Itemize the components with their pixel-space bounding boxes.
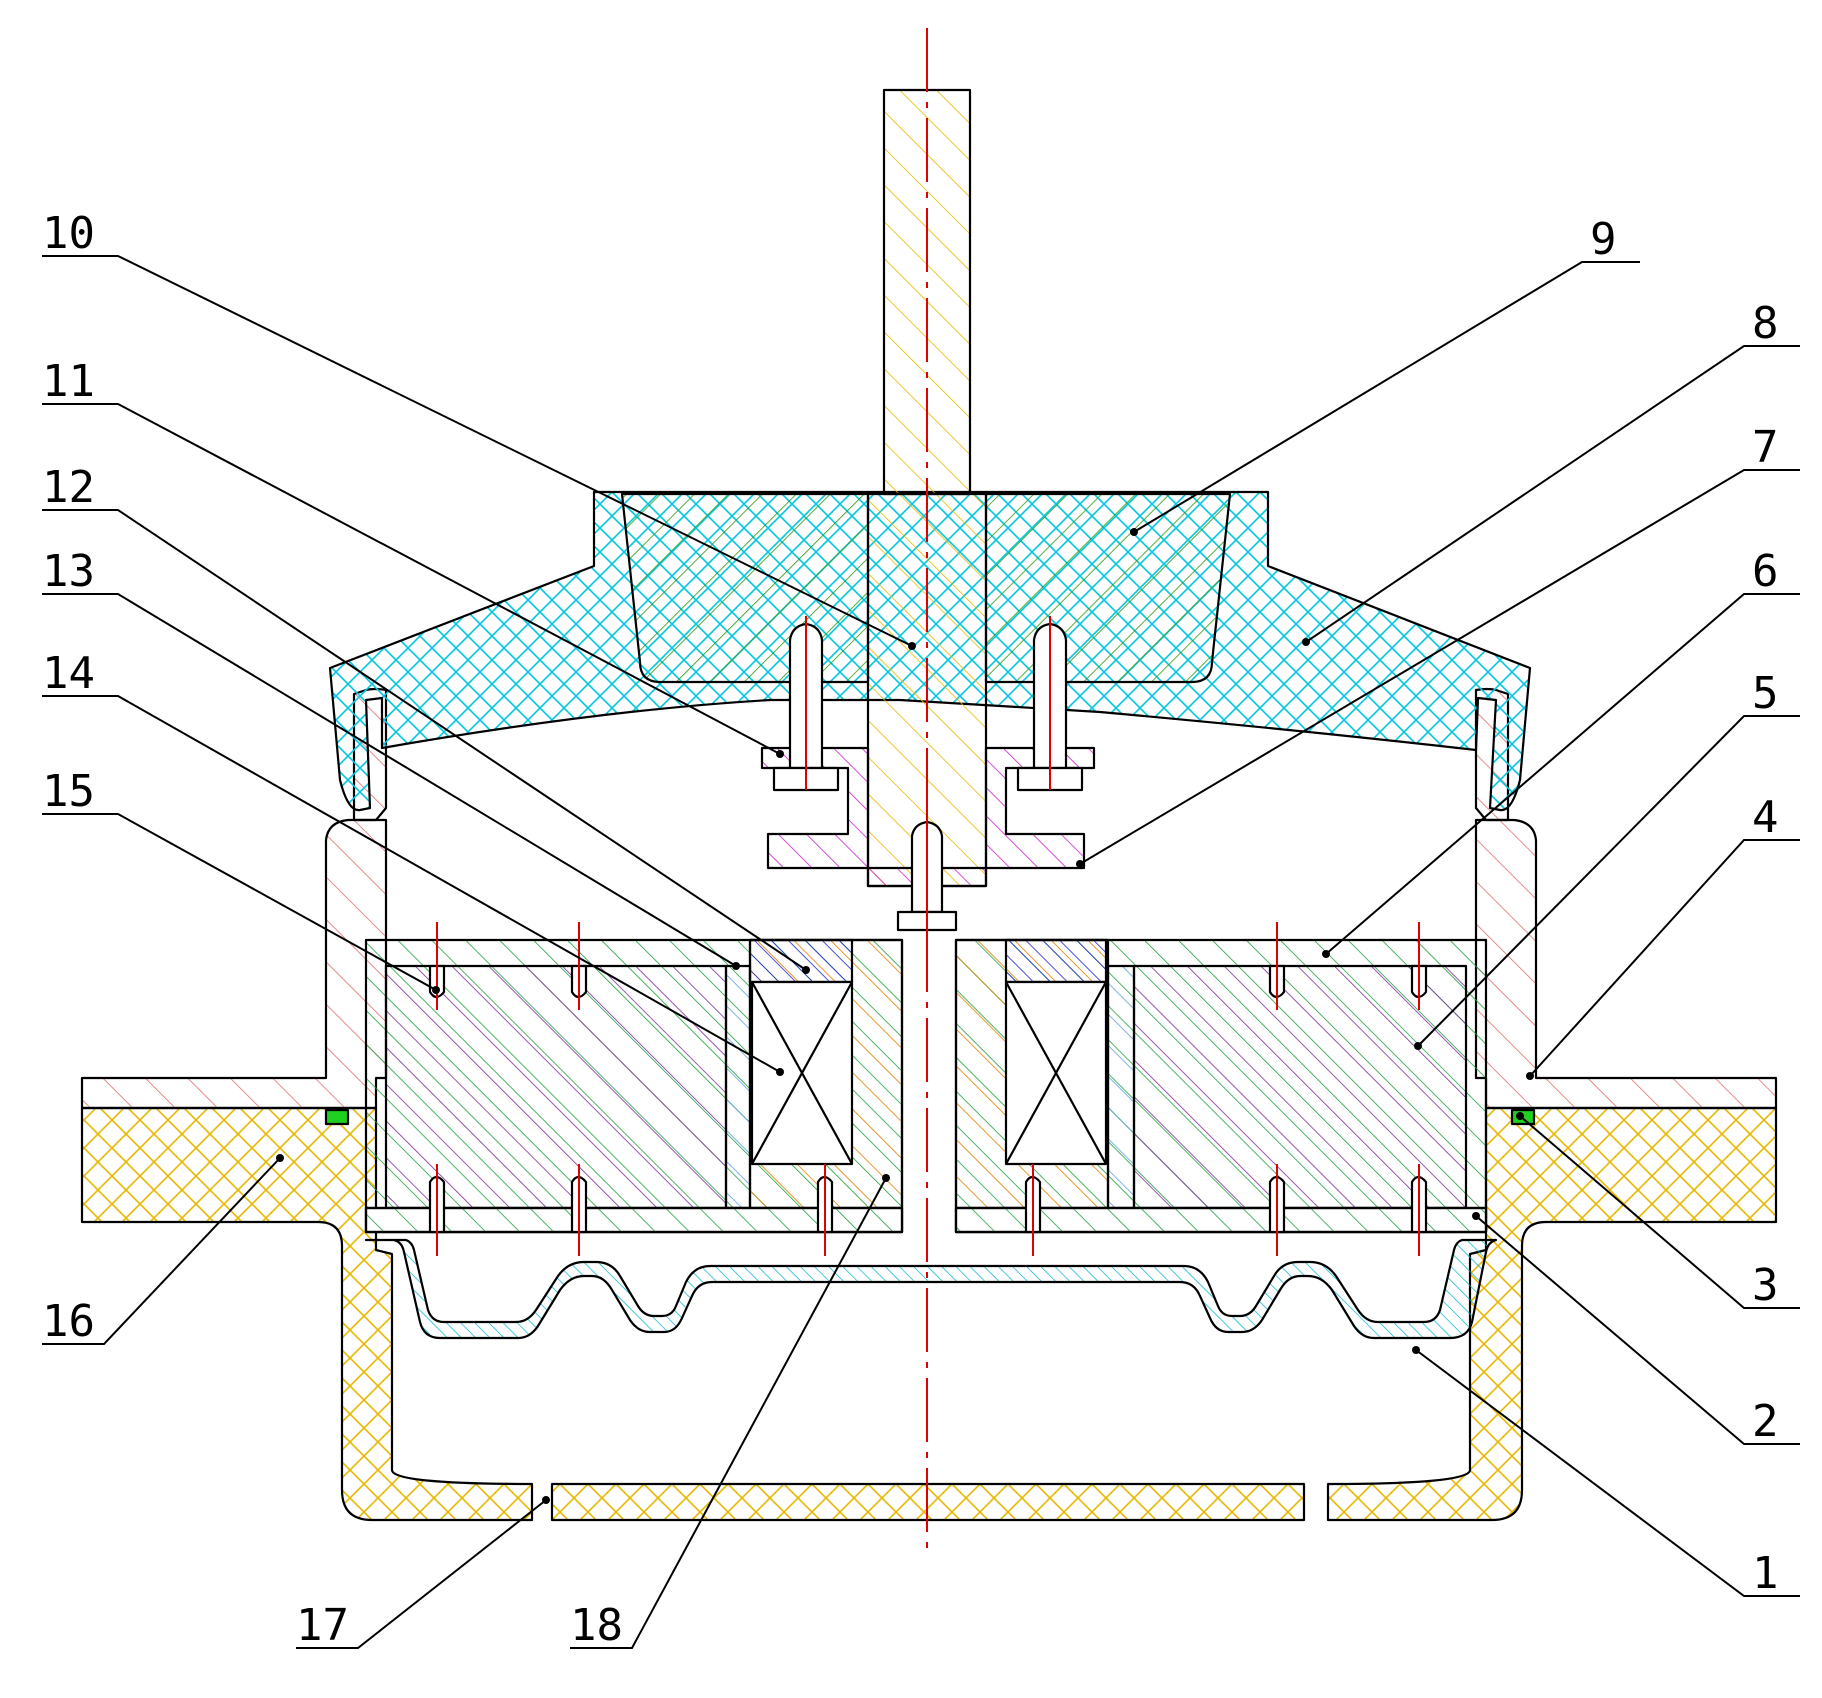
leader-17 [296, 1499, 547, 1649]
lower-housing [80, 1106, 534, 1522]
callout-15: 15 [42, 766, 95, 817]
callout-4: 4 [1752, 792, 1779, 843]
leader-18 [570, 1177, 887, 1649]
pole-left [748, 938, 854, 984]
callout-1: 1 [1752, 1548, 1779, 1599]
leader-5 [1417, 715, 1800, 1047]
frame-right [1474, 818, 1778, 1110]
inertia-mass-right [984, 492, 1232, 684]
leader-14 [42, 695, 781, 1073]
lower-housing-right [1326, 1106, 1778, 1522]
callout-13: 13 [42, 546, 95, 597]
callout-12: 12 [42, 462, 95, 513]
callout-11: 11 [42, 356, 95, 407]
leader-4 [1529, 839, 1800, 1077]
leader-11 [42, 403, 781, 755]
magnet-left [384, 964, 728, 1210]
leader-7 [1079, 469, 1800, 865]
coil-left [750, 980, 854, 1166]
leader-10 [42, 255, 913, 647]
callout-16: 16 [42, 1296, 95, 1347]
callout-14: 14 [42, 648, 95, 699]
seal-left [324, 1108, 350, 1126]
frame-left [80, 818, 388, 1110]
sleeve-left [724, 964, 752, 1210]
coil-right [1004, 980, 1108, 1166]
leader-1 [1415, 1349, 1800, 1597]
magnet-right [1132, 964, 1468, 1210]
leader-13 [42, 593, 737, 967]
callout-5: 5 [1752, 668, 1779, 719]
callout-9: 9 [1590, 214, 1617, 265]
leader-9 [1133, 261, 1640, 533]
bottom-plate-left-h [364, 1206, 904, 1234]
leader-12 [42, 509, 807, 971]
callout-10: 10 [42, 208, 95, 259]
sleeve-right [1106, 964, 1136, 1210]
leader-2 [1475, 1215, 1800, 1445]
leader-3 [1519, 1115, 1800, 1309]
callout-2: 2 [1752, 1396, 1779, 1447]
leader-16 [42, 1157, 281, 1345]
leader-6 [1325, 593, 1800, 955]
callout-3: 3 [1752, 1260, 1779, 1311]
callout-18: 18 [570, 1600, 623, 1651]
bottom-plate-right-h [954, 1206, 1488, 1234]
pole-right [1004, 938, 1108, 984]
callout-17: 17 [296, 1600, 349, 1651]
leader-15 [42, 813, 437, 991]
leader-8 [1305, 345, 1800, 643]
callout-6: 6 [1752, 546, 1779, 597]
bracket [760, 746, 1096, 888]
diaphragm [364, 1238, 1498, 1340]
callout-7: 7 [1752, 422, 1779, 473]
callout-8: 8 [1752, 298, 1779, 349]
